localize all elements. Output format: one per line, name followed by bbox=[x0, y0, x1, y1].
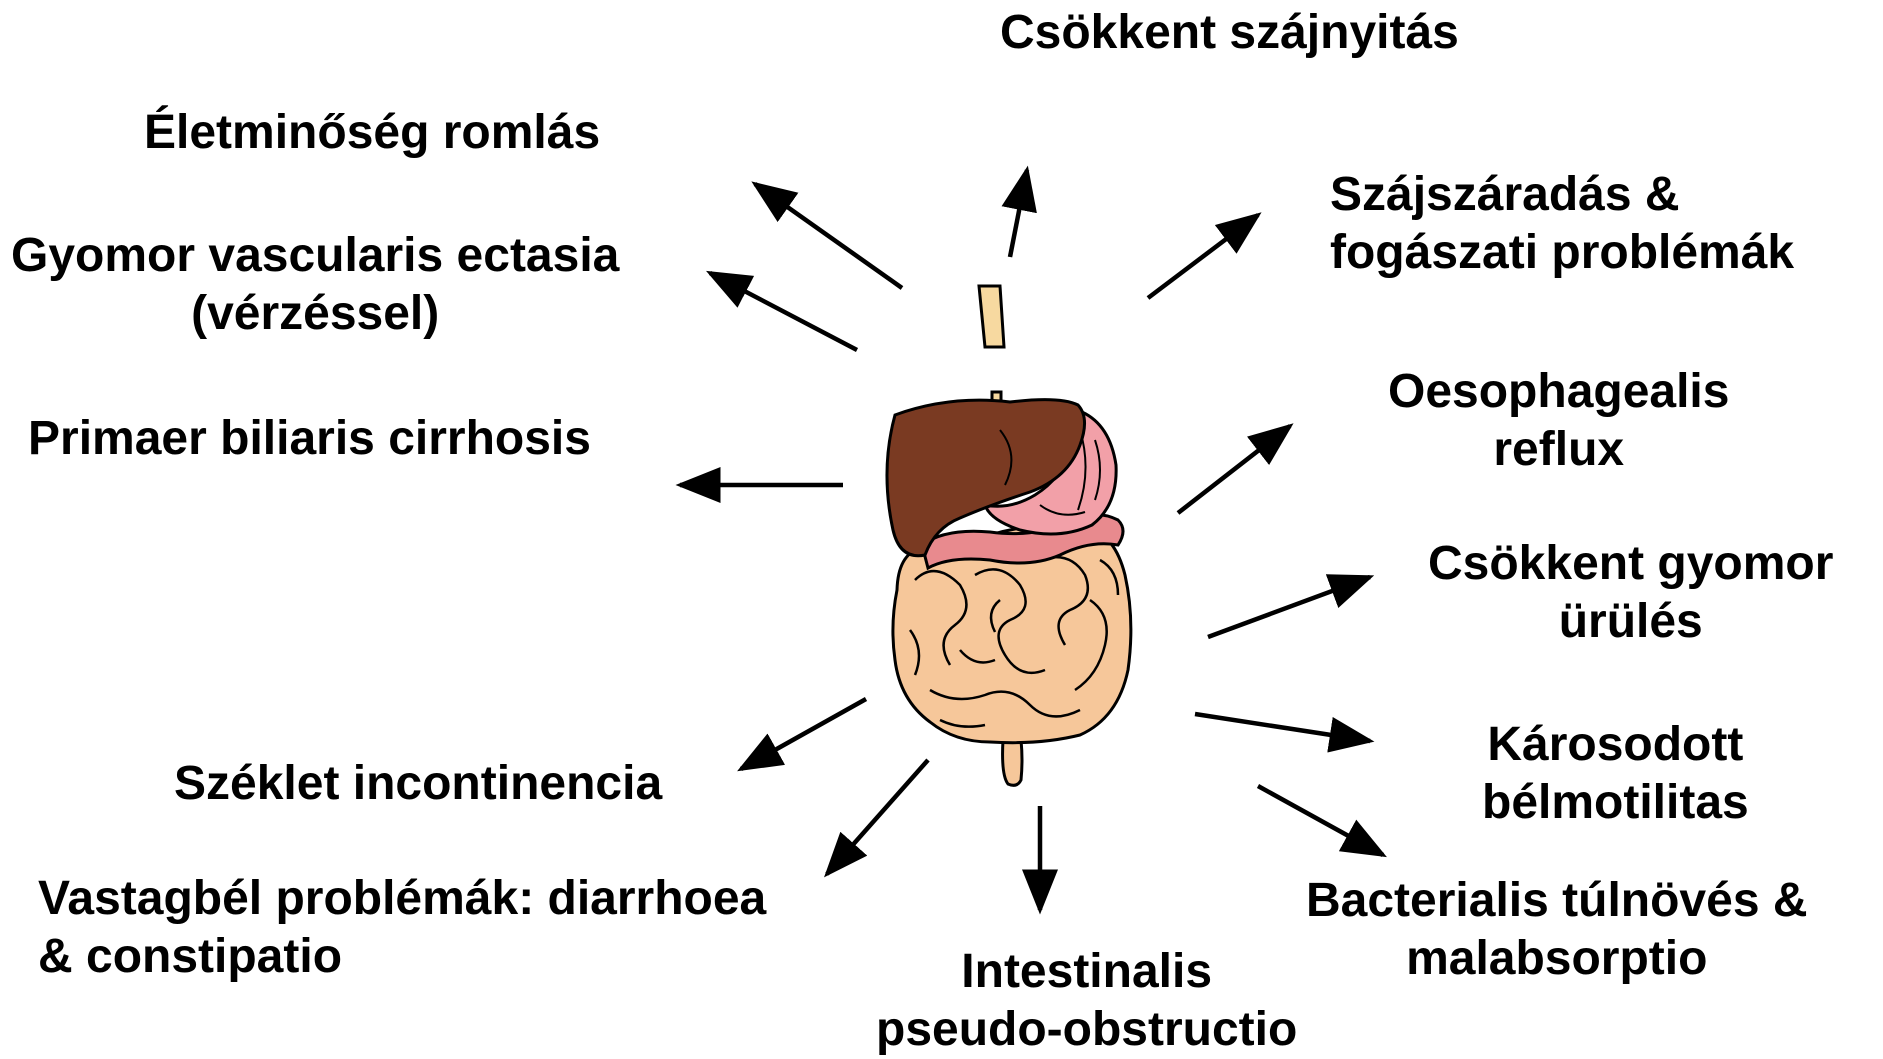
label-gastric-emptying-line1: Csökkent gyomor bbox=[1428, 535, 1833, 593]
label-bacterial-line1: Bacterialis túlnövés & bbox=[1306, 872, 1808, 930]
label-gave-line1: Gyomor vascularis ectasia bbox=[11, 227, 619, 285]
label-reflux-line1: Oesophagealis bbox=[1388, 363, 1729, 421]
label-pbc: Primaer biliaris cirrhosis bbox=[28, 410, 591, 468]
label-colon-line2: & constipatio bbox=[38, 928, 766, 986]
digestive-system-illustration bbox=[887, 286, 1131, 785]
label-motility-line1: Károsodott bbox=[1482, 716, 1749, 774]
label-colon: Vastagbél problémák: diarrhoea & constip… bbox=[38, 870, 766, 986]
label-reflux-line2: reflux bbox=[1388, 421, 1729, 479]
rectum-icon bbox=[1003, 740, 1022, 785]
label-pseudo-obstruction-line1: Intestinalis bbox=[876, 943, 1297, 1001]
arrow-mouth-opening bbox=[1010, 170, 1027, 257]
label-motility-line2: bélmotilitas bbox=[1482, 774, 1749, 832]
label-dry-mouth-line1: Szájszáradás & bbox=[1330, 166, 1794, 224]
arrow-bacterial bbox=[1258, 786, 1383, 855]
arrow-fecal-incontinence bbox=[741, 699, 866, 769]
arrow-quality-of-life bbox=[755, 184, 902, 288]
arrow-motility bbox=[1195, 714, 1370, 741]
label-pseudo-obstruction: Intestinalis pseudo-obstructio bbox=[876, 943, 1297, 1059]
arrow-reflux bbox=[1178, 426, 1290, 513]
label-gastric-emptying-line2: ürülés bbox=[1428, 593, 1833, 651]
label-dry-mouth: Szájszáradás & fogászati problémák bbox=[1330, 166, 1794, 282]
label-quality-of-life: Életminőség romlás bbox=[144, 104, 600, 162]
arrow-colon bbox=[827, 760, 928, 874]
label-dry-mouth-line2: fogászati problémák bbox=[1330, 224, 1794, 282]
label-motility: Károsodott bélmotilitas bbox=[1482, 716, 1749, 832]
arrow-dry-mouth bbox=[1148, 215, 1258, 298]
label-pseudo-obstruction-line2: pseudo-obstructio bbox=[876, 1001, 1297, 1059]
label-fecal-incontinence: Széklet incontinencia bbox=[174, 755, 662, 813]
label-bacterial-line2: malabsorptio bbox=[1306, 930, 1808, 988]
label-colon-line1: Vastagbél problémák: diarrhoea bbox=[38, 870, 766, 928]
label-gave-line2: (vérzéssel) bbox=[11, 285, 619, 343]
label-gastric-emptying: Csökkent gyomor ürülés bbox=[1428, 535, 1833, 651]
esophagus-icon bbox=[979, 286, 1004, 347]
label-mouth-opening: Csökkent szájnyitás bbox=[1000, 4, 1459, 62]
label-reflux: Oesophagealis reflux bbox=[1388, 363, 1729, 479]
arrow-gave bbox=[710, 273, 857, 350]
label-bacterial: Bacterialis túlnövés & malabsorptio bbox=[1306, 872, 1808, 988]
arrow-gastric-emptying bbox=[1208, 577, 1370, 637]
label-gave: Gyomor vascularis ectasia (vérzéssel) bbox=[11, 227, 619, 343]
